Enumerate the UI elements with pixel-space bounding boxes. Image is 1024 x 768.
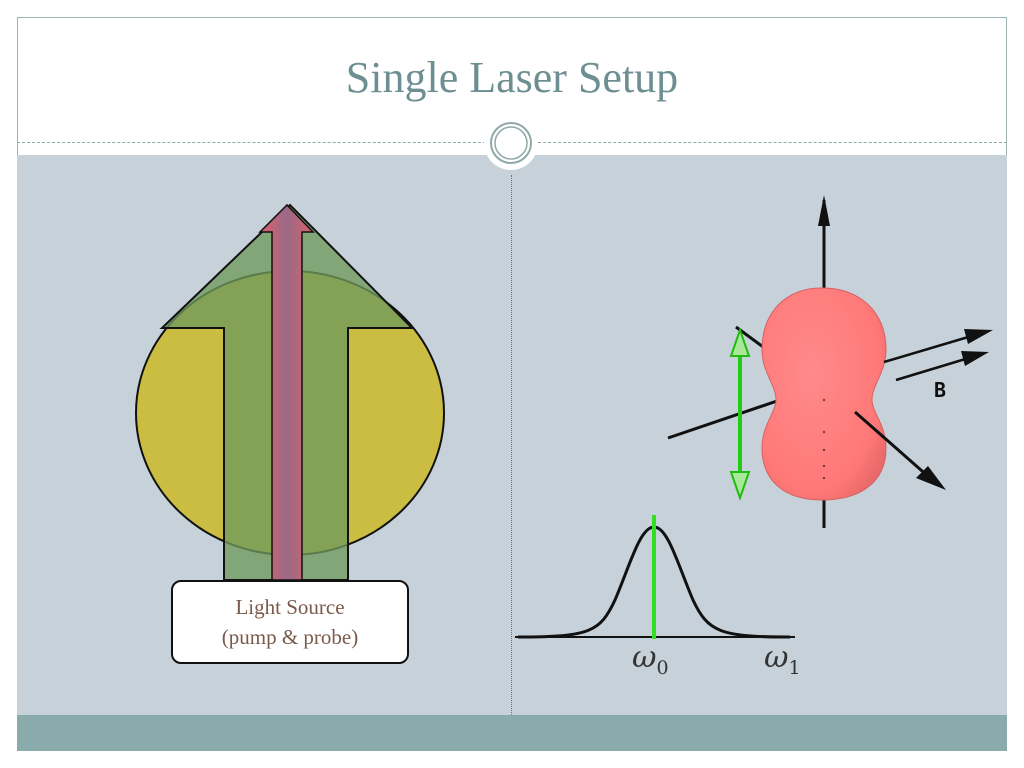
probe-beam bbox=[258, 203, 315, 581]
light-source-label: Light Source (pump & probe) bbox=[171, 580, 409, 664]
magnetic-field-label: B bbox=[934, 378, 947, 402]
light-source-line2: (pump & probe) bbox=[221, 625, 359, 649]
footer-band bbox=[17, 715, 1007, 751]
omega0-label: ω0 bbox=[632, 640, 669, 679]
atom-orbital bbox=[761, 287, 887, 501]
atom-diagram bbox=[667, 195, 993, 528]
column-divider bbox=[511, 175, 512, 715]
omega1-label: ω1 bbox=[764, 640, 801, 679]
pump-probe-diagram bbox=[135, 203, 445, 581]
polarization-double-arrow bbox=[729, 326, 751, 502]
spectrum-plot bbox=[515, 515, 795, 639]
slide-title: Single Laser Setup bbox=[345, 53, 679, 102]
title-ornament-icon bbox=[484, 116, 538, 170]
light-source-line1: Light Source bbox=[235, 595, 345, 619]
